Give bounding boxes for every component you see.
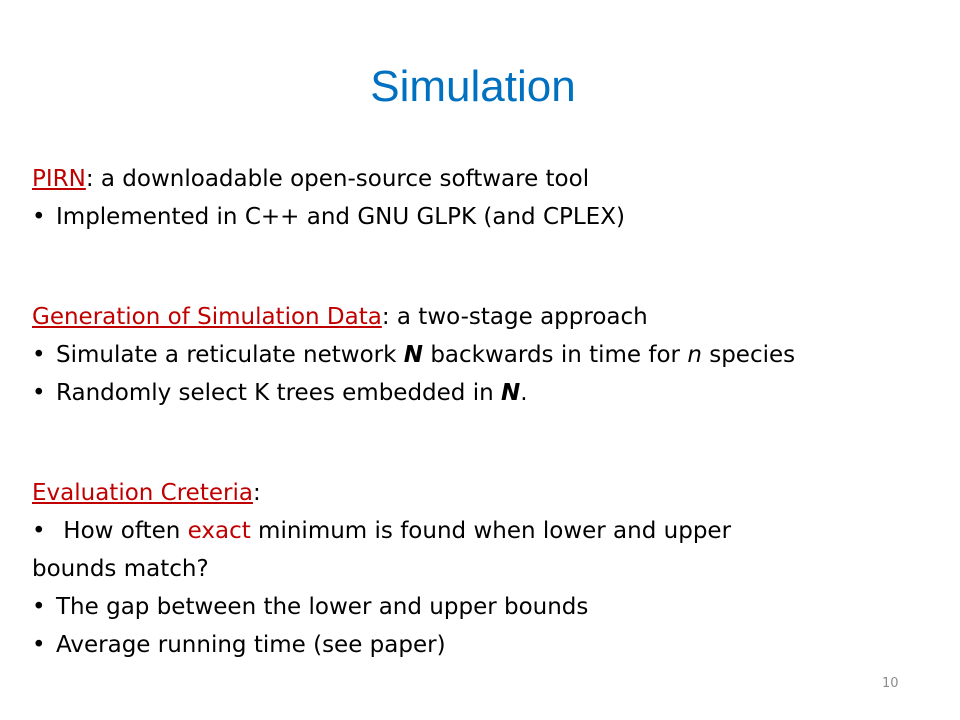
bullet-icon: • <box>32 204 46 230</box>
bullet-text: minimum is found when lower and upper <box>250 518 732 544</box>
slide-title: Simulation <box>370 62 576 111</box>
bullet-text: species <box>701 342 796 368</box>
list-item: • Average running time (see paper) <box>32 626 912 664</box>
page-number: 10 <box>882 676 899 691</box>
bullet-text: Average running time (see paper) <box>56 632 446 658</box>
heading-rest: : <box>252 480 261 506</box>
section-heading: Generation of Simulation Data: a two-sta… <box>32 298 912 336</box>
bullet-icon: • <box>32 518 46 544</box>
emphasis-exact: exact <box>187 518 251 544</box>
heading-rest: : a downloadable open-source software to… <box>85 166 590 192</box>
bullet-text: backwards in time for <box>423 342 688 368</box>
section-evaluation: Evaluation Creteria: • How often exact m… <box>32 474 912 664</box>
heading-link: Evaluation Creteria <box>32 480 253 506</box>
heading-link: Generation of Simulation Data <box>32 304 382 330</box>
bullet-text: Implemented in C++ and GNU GLPK (and CPL… <box>56 204 625 230</box>
list-item: • Randomly select K trees embedded in N. <box>32 374 912 412</box>
list-item: • Implemented in C++ and GNU GLPK (and CP… <box>32 198 912 236</box>
list-item: • Simulate a reticulate network N backwar… <box>32 336 912 374</box>
bullet-text: Randomly select K trees embedded in <box>56 380 501 406</box>
list-item-continuation: bounds match? <box>32 556 209 582</box>
bullet-text: The gap between the lower and upper boun… <box>56 594 589 620</box>
species-symbol: n <box>687 342 702 368</box>
bullet-icon: • <box>32 632 46 658</box>
network-symbol: N <box>403 342 424 368</box>
section-generation: Generation of Simulation Data: a two-sta… <box>32 298 912 412</box>
bullet-text: Simulate a reticulate network <box>56 342 404 368</box>
bullet-icon: • <box>32 594 46 620</box>
list-item: • How often exact minimum is found when … <box>32 512 912 550</box>
heading-link: PIRN <box>32 166 86 192</box>
section-heading: PIRN: a downloadable open-source softwar… <box>32 160 912 198</box>
heading-rest: : a two-stage approach <box>381 304 648 330</box>
bullet-icon: • <box>32 380 46 406</box>
network-symbol: N <box>501 380 521 406</box>
section-heading: Evaluation Creteria: <box>32 474 912 512</box>
bullet-text: . <box>520 380 528 406</box>
bullet-text: How often <box>56 518 188 544</box>
bullet-icon: • <box>32 342 46 368</box>
list-item: • The gap between the lower and upper bou… <box>32 588 912 626</box>
section-pirn: PIRN: a downloadable open-source softwar… <box>32 160 912 236</box>
